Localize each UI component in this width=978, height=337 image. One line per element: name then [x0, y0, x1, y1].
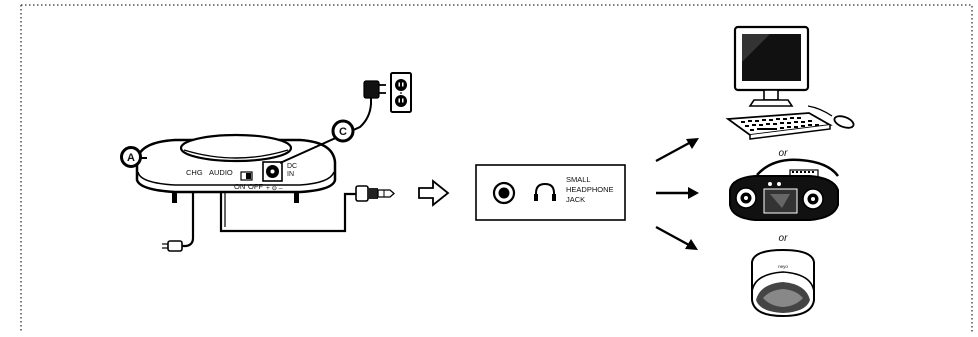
- callout-c-letter: C: [339, 126, 347, 138]
- device-arrows: [655, 138, 699, 250]
- polarity-symbol: + ⊖ –: [266, 185, 283, 192]
- on-label: ON: [234, 182, 245, 191]
- player-brand: neyo: [778, 264, 788, 269]
- jack-label-line1: SMALL: [566, 175, 591, 184]
- jack-label-line2: HEADPHONE: [566, 185, 614, 194]
- headphone-icon: [534, 182, 556, 201]
- jack-label-line3: JACK: [566, 195, 585, 204]
- callout-a-letter: A: [127, 152, 135, 164]
- base-foot: [172, 192, 177, 203]
- chg-label: CHG: [186, 168, 203, 177]
- boombox-icon: [729, 158, 840, 221]
- flow-arrow: [418, 179, 450, 207]
- frame-border: [21, 4, 973, 332]
- power-adapter: [363, 80, 386, 99]
- dc-label: DC: [287, 163, 297, 170]
- callout-a: A: [120, 146, 147, 168]
- audio-plug: [355, 185, 395, 202]
- or-label-2: or: [779, 233, 789, 244]
- in-label: IN: [287, 171, 294, 178]
- audio-cable: [219, 178, 360, 233]
- callout-c: C: [331, 119, 355, 143]
- audio-label: AUDIO: [209, 168, 233, 177]
- off-label: OFF: [248, 182, 263, 191]
- headphone-jack-panel: SMALL HEADPHONE JACK: [475, 164, 626, 221]
- or-label-1: or: [779, 148, 789, 159]
- power-cord: [279, 96, 372, 164]
- charging-base: CHG AUDIO ON OFF DC IN + ⊖ –: [135, 133, 395, 252]
- cd-player-icon: neyo: [751, 248, 815, 318]
- base-foot: [294, 192, 299, 203]
- charge-cord: [180, 178, 195, 248]
- computer-icon: [725, 25, 855, 140]
- charge-plug: [167, 240, 183, 252]
- base-dome: [179, 133, 293, 163]
- wall-outlet: [390, 72, 412, 113]
